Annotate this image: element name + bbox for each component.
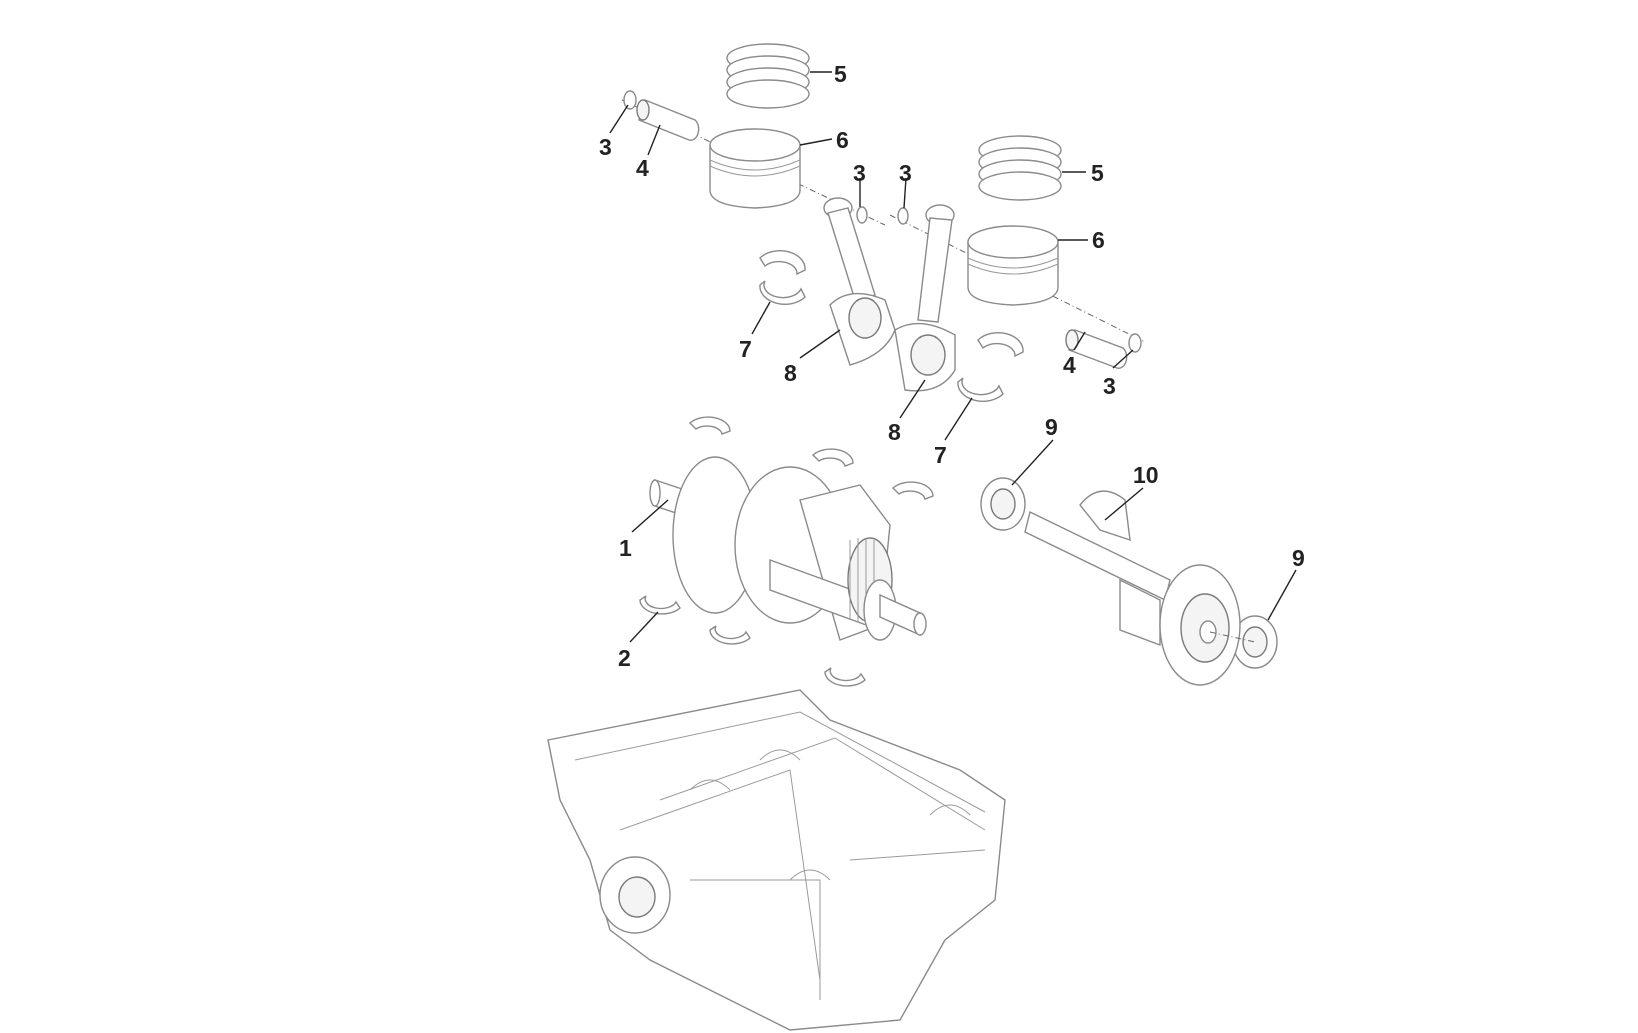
connecting-rod-left (823, 197, 896, 366)
callout-5: 5 (1091, 160, 1104, 186)
crankshaft (649, 456, 927, 641)
leader-lines (609, 71, 1297, 643)
callout-4: 4 (636, 155, 649, 181)
callout-7: 7 (934, 442, 947, 468)
callout-8: 8 (888, 419, 901, 445)
piston-rings-left (726, 43, 810, 109)
callout-9: 9 (1045, 414, 1058, 440)
piston-left (623, 90, 868, 224)
crankcase-lower (547, 689, 1006, 1031)
callout-3: 3 (1103, 373, 1116, 399)
callout-4: 4 (1063, 352, 1076, 378)
ball-bearings (980, 477, 1278, 669)
callout-3: 3 (899, 160, 912, 186)
callout-6: 6 (1092, 227, 1105, 253)
callout-2: 2 (618, 645, 631, 671)
callout-3: 3 (599, 134, 612, 160)
balancer-shaft (1024, 490, 1256, 686)
circlip (623, 90, 637, 110)
connecting-rod-right (894, 204, 956, 392)
piston-right (897, 207, 1142, 369)
callout-3: 3 (853, 160, 866, 186)
callout-10: 10 (1133, 462, 1159, 488)
callout-8: 8 (784, 360, 797, 386)
piston-rings-right (978, 135, 1062, 201)
callout-9: 9 (1292, 545, 1305, 571)
rod-bearing-shells (759, 250, 1024, 402)
callout-labels: 5 3 4 6 3 3 5 6 7 8 4 3 8 7 9 10 9 1 2 (599, 61, 1305, 671)
main-bearing-shells (639, 416, 934, 687)
callout-6: 6 (836, 127, 849, 153)
callout-1: 1 (619, 535, 632, 561)
callout-5: 5 (834, 61, 847, 87)
callout-7: 7 (739, 336, 752, 362)
